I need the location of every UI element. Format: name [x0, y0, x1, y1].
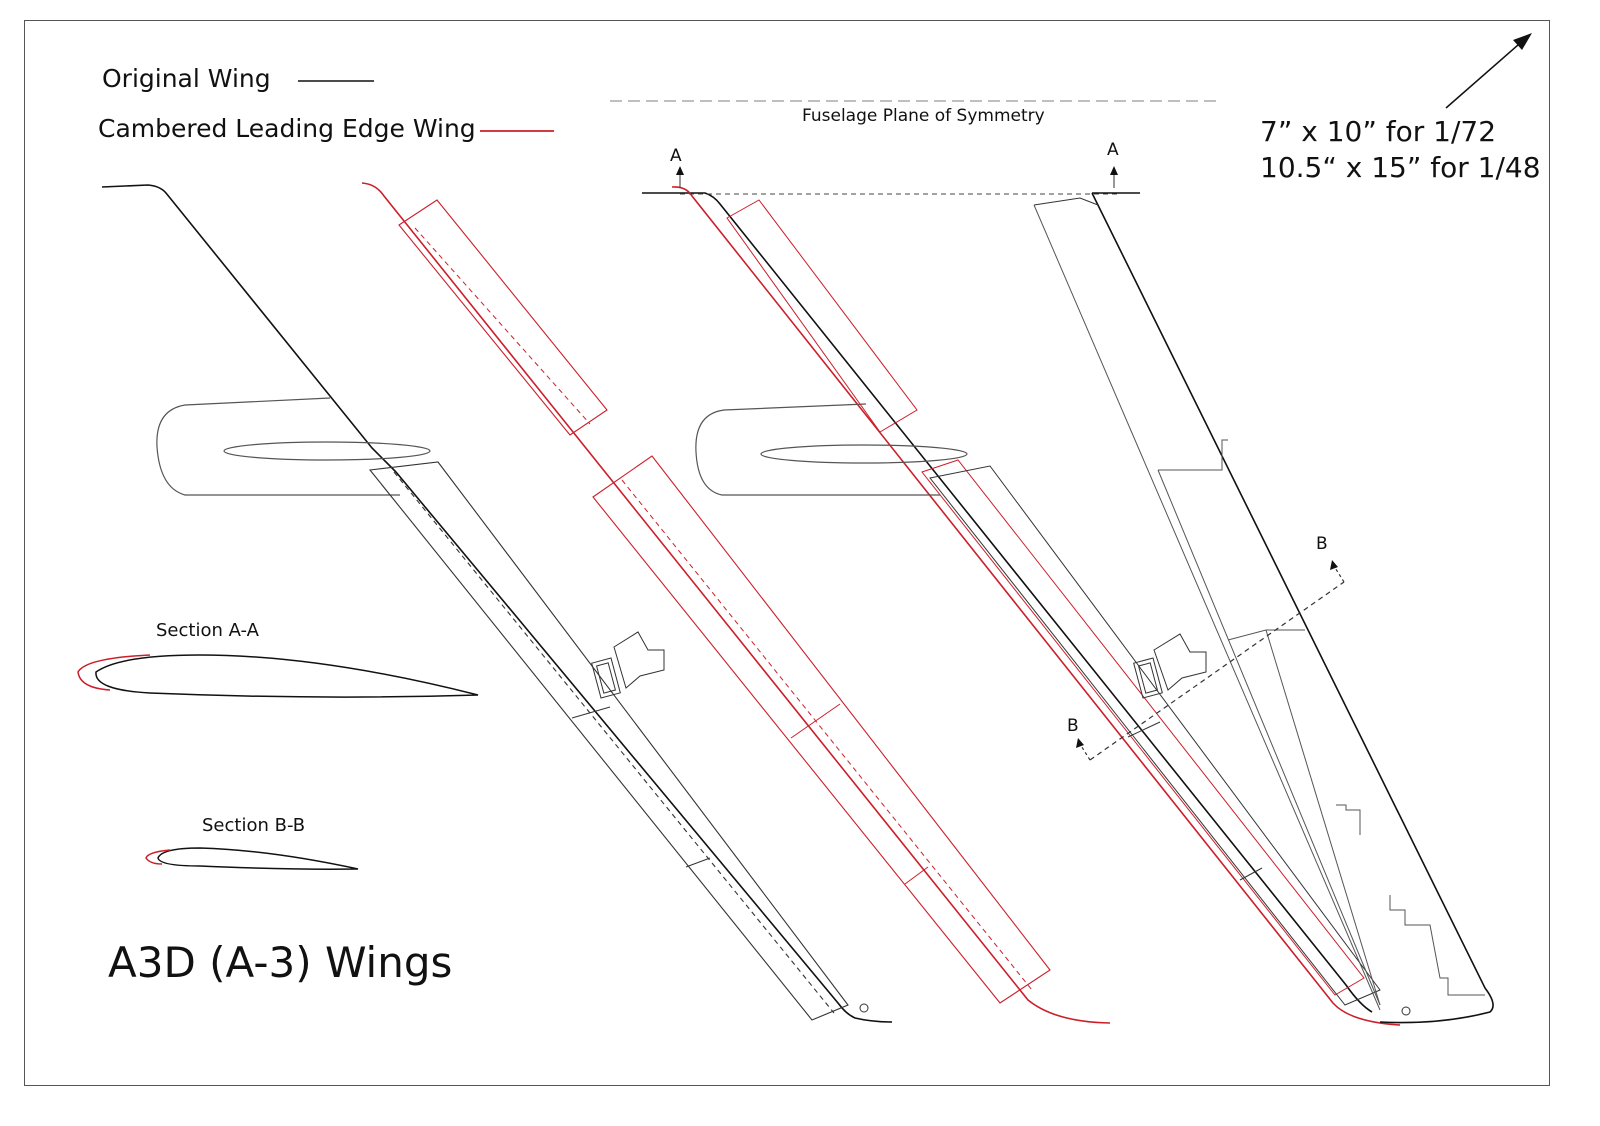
cut-arrow-icon [1330, 560, 1338, 570]
cut-mark-b-upper: B [1316, 534, 1328, 554]
section-aa-profile [77, 654, 479, 698]
wing-planform-view [676, 166, 1494, 1024]
section-bb-label: Section B-B [202, 815, 306, 836]
legend-original-label: Original Wing [102, 64, 271, 93]
wing-overlay-view [642, 186, 1411, 1026]
direction-arrow-icon [1445, 33, 1532, 109]
wing-cambered-view [361, 182, 1111, 1024]
scale-line-2: 10.5“ x 15” for 1/48 [1260, 151, 1541, 184]
cut-arrow-icon [676, 166, 684, 175]
scale-line-1: 7” x 10” for 1/72 [1260, 115, 1497, 148]
section-aa-label: Section A-A [156, 620, 259, 641]
cut-mark-b-lower: B [1067, 716, 1079, 736]
cut-mark-a-left: A [670, 146, 682, 166]
wing-original-view [101, 184, 893, 1023]
cut-arrow-icon [1076, 738, 1084, 748]
drawing-title: A3D (A-3) Wings [108, 938, 453, 987]
section-bb-profile [145, 847, 359, 870]
legend-cambered-label: Cambered Leading Edge Wing [98, 114, 476, 143]
cut-mark-a-right: A [1107, 140, 1119, 160]
fuselage-plane-label: Fuselage Plane of Symmetry [802, 106, 1045, 126]
scale-note: 7” x 10” for 1/72 10.5“ x 15” for 1/48 [1260, 114, 1541, 186]
drawing-border [24, 20, 1550, 1086]
cut-arrow-icon [1110, 166, 1118, 175]
